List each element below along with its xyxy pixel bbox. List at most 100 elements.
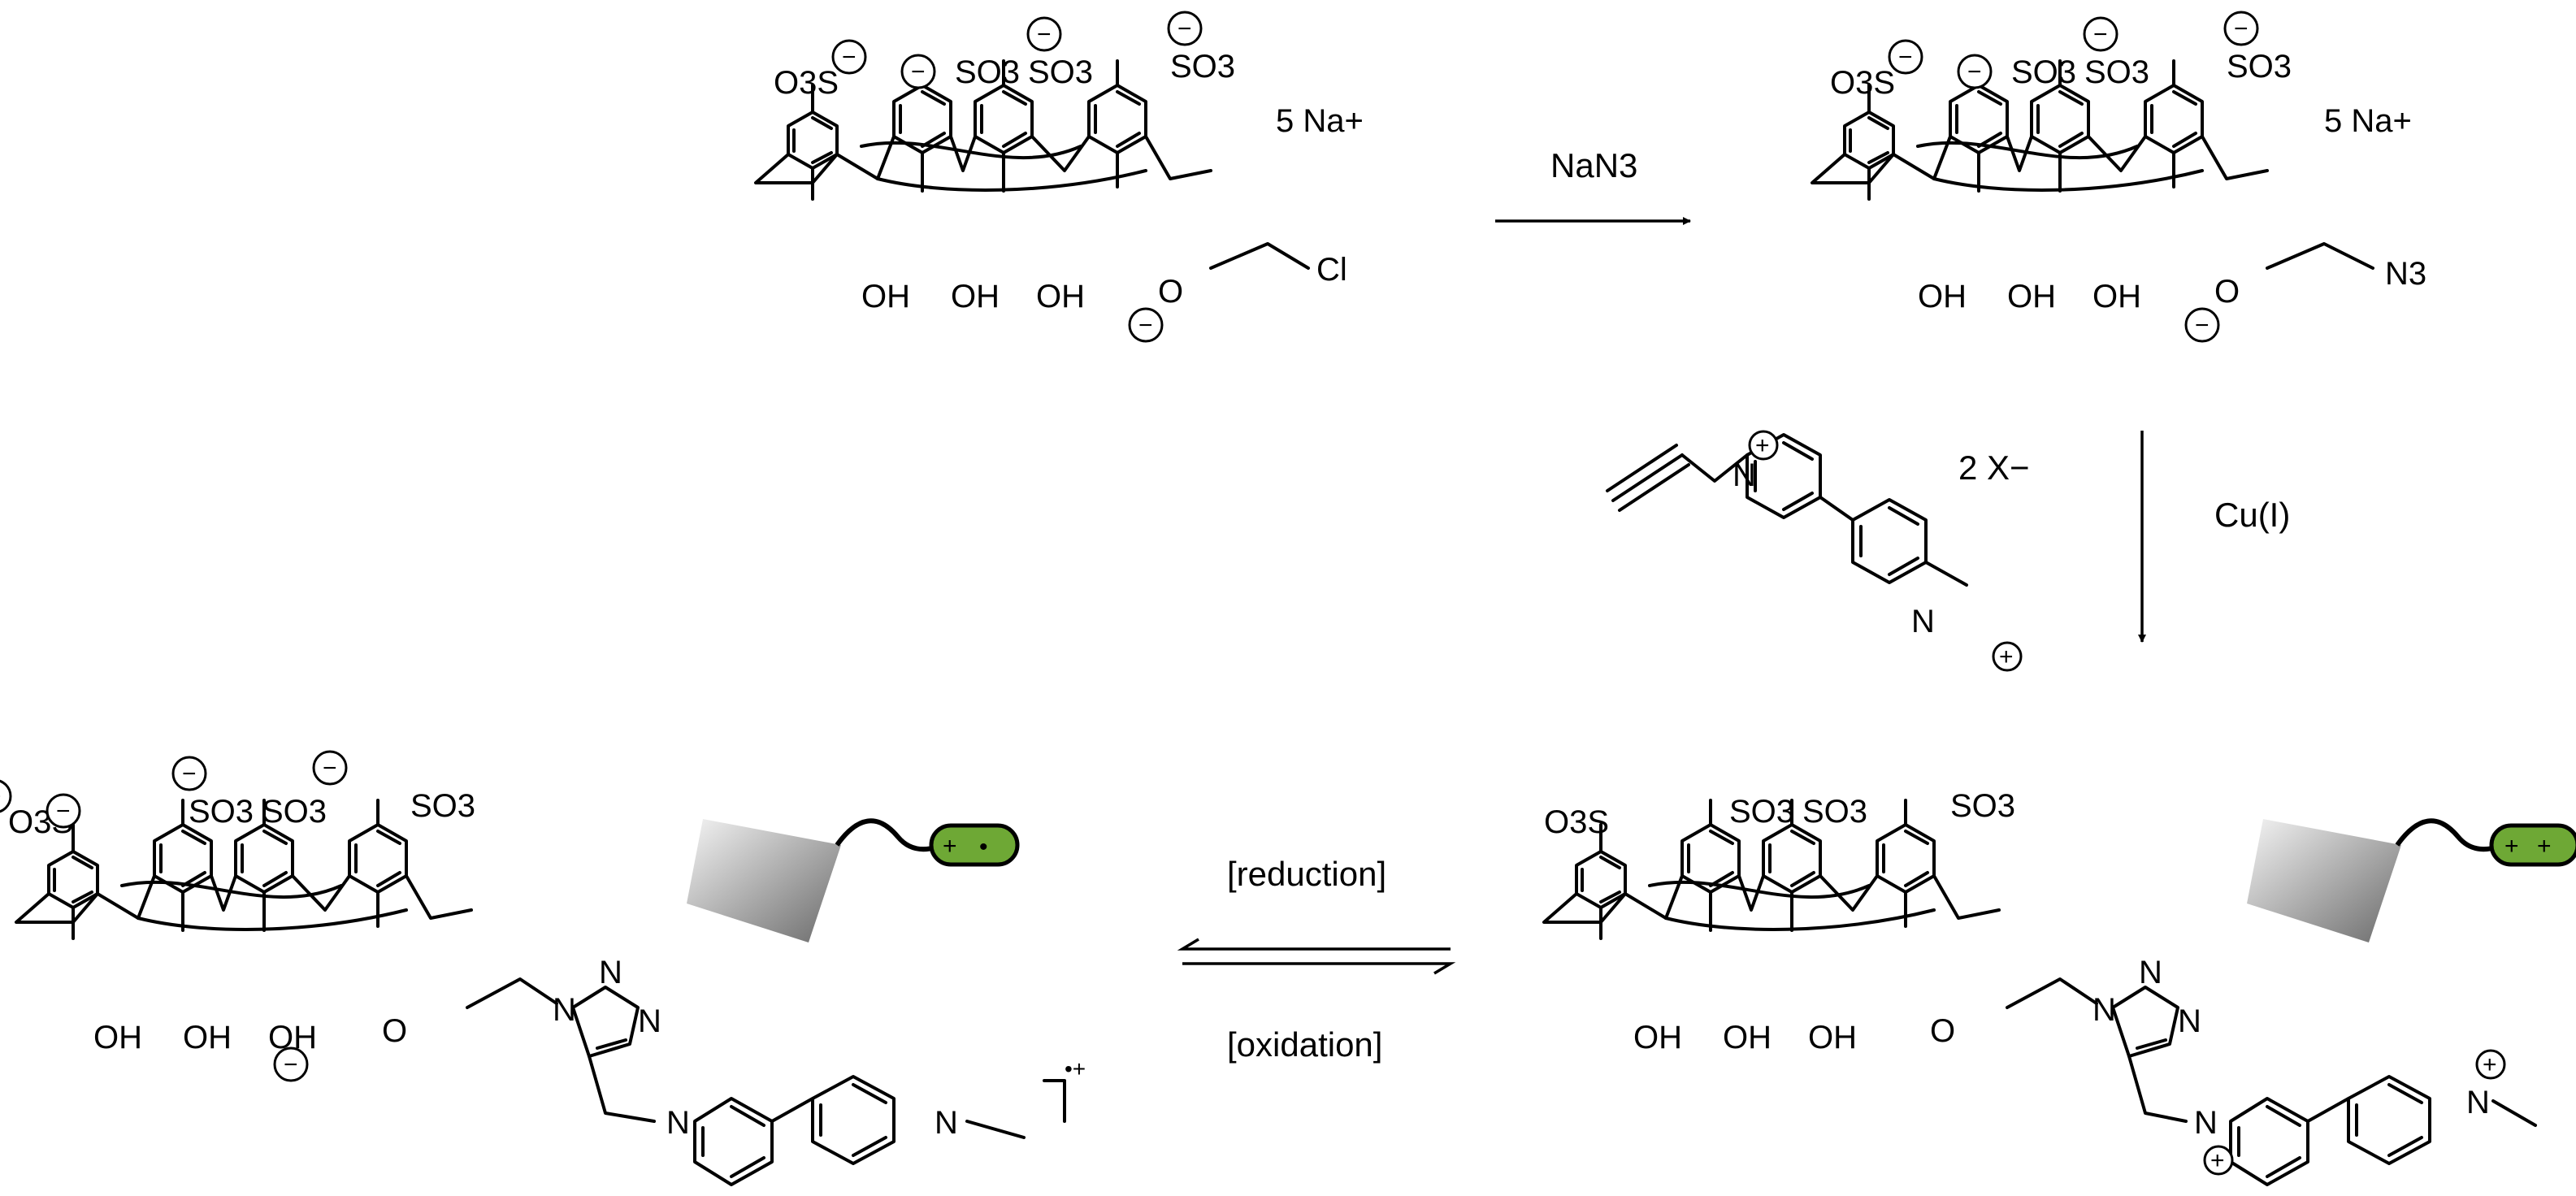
triazole-right [2006,977,2537,1186]
reagent-plus-1: + [1748,430,1779,461]
negative-charge-sign: − [842,44,856,71]
electrode-icon [687,819,2401,942]
mol3-n-pyr-2: N [2466,1085,2490,1120]
negative-charge-icon [0,779,12,813]
mol1-so3-d: SO3 [1170,49,1235,84]
viologen-capsule-icon [929,823,2576,867]
mol1-o: O [1158,274,1183,310]
negative-charge-sign: − [182,760,197,787]
svg-text:+: + [2483,1051,2497,1078]
mol4-so3-d: SO3 [410,788,475,824]
mol1-cl: Cl [1316,252,1347,288]
negative-charge-sign: − [323,755,337,782]
mol1-oh-2: OH [951,279,1000,314]
viologen-conjugate-dication [1542,799,2001,940]
mol3-n-pyr-1: N [2194,1105,2218,1141]
negative-charge-icon [831,39,867,75]
mol1-na: 5 Na+ [1276,103,1364,139]
mol2-so3-c: SO3 [2084,54,2149,90]
negative-charge-sign: − [1037,21,1052,48]
negative-charge-icon [2083,16,2118,52]
mol2-oh-3: OH [2092,279,2141,314]
sulfonate-negative-charges: −−−−−−−−−−−−−−−−−−−− [0,11,2259,1082]
negative-charge-sign: − [284,1051,298,1078]
negative-charge-icon [1026,16,1062,52]
negative-charge-icon [312,750,348,786]
mol4-so3-c: SO3 [262,794,327,830]
svg-text:+: + [1755,432,1770,459]
capsule-plus-right-2: + [2537,833,2552,860]
negative-charge-icon [1888,39,1923,75]
reagent-n2: N [1911,604,1935,639]
mol3-n-triazole-3: N [2178,1003,2201,1039]
negative-charge-sign: − [0,783,2,810]
negative-charge-icon [2223,11,2259,46]
propargyl-viologen-reagent [1606,433,1968,587]
negative-charge-icon [1128,307,1164,343]
mol4-n-triazole-3: N [638,1003,661,1039]
mol1-o3s: O3S [774,65,839,101]
negative-charge-icon [1167,11,1203,46]
negative-charge-sign: − [1138,312,1153,339]
step1-reagent: NaN3 [1550,146,1637,184]
oxidation-half-arrow [1182,962,1456,975]
negative-charge-sign: − [2234,15,2249,42]
viologen-conjugate-radical [15,799,473,940]
mol2-oh-1: OH [1918,279,1967,314]
step2-catalyst: Cu(I) [2214,496,2290,534]
mol3-so3-c: SO3 [1802,794,1867,830]
triazole-left [466,977,1066,1186]
negative-charge-icon [2184,307,2220,343]
mol4-o: O [382,1013,407,1049]
mol3-o3s: O3S [1544,804,1609,840]
mol3-n-triazole-1: N [2092,992,2116,1028]
reagent-plus-2: + [1992,641,2023,672]
negative-charge-icon [273,1046,309,1082]
mol2-so3-b: SO3 [2011,54,2076,90]
tether-icon [835,818,2504,852]
mol4-oh-1: OH [93,1020,142,1055]
radical-cation-label: •+ [1065,1056,1086,1081]
mol2-n3: N3 [2385,256,2426,292]
mol2-o: O [2214,274,2240,310]
negative-charge-icon [900,54,936,89]
mol3-so3-d: SO3 [1950,788,2015,824]
mol2-oh-2: OH [2007,279,2056,314]
negative-charge-sign: − [1967,58,1982,85]
mol3-plus-1: + [2203,1145,2234,1176]
mol4-n-triazole-2: N [599,955,622,990]
oxidation-label: [oxidation] [1227,1025,1382,1064]
mol3-o: O [1930,1013,1955,1049]
negative-charge-sign: − [2093,21,2108,48]
mol4-n-pyr-1: N [666,1105,690,1141]
negative-charge-sign: − [1898,44,1913,71]
mol4-oh-2: OH [183,1020,232,1055]
negative-charge-sign: − [56,798,71,825]
svg-text:+: + [1999,644,2014,670]
mol2-o3s: O3S [1830,65,1895,101]
capsule-radical-dot: • [979,834,988,860]
mol2-na: 5 Na+ [2324,103,2412,139]
mol3-oh-2: OH [1723,1020,1772,1055]
mol1-oh-3: OH [1036,279,1085,314]
negative-charge-sign: − [911,58,926,85]
mol4-n-pyr-2: N [935,1105,958,1141]
mol1-oh-1: OH [861,279,910,314]
counter-anion: 2 X− [1958,448,2030,487]
mol1-so3-b: SO3 [955,54,1020,90]
mol4-so3-b: SO3 [189,794,254,830]
reagent-n1: N [1733,457,1756,493]
mol3-n-triazole-2: N [2139,955,2162,990]
mol3-so3-b: SO3 [1729,794,1794,830]
mol4-n-triazole-1: N [553,992,576,1028]
negative-charge-icon [1957,54,1993,89]
negative-charge-icon [171,756,207,791]
mol3-oh-1: OH [1633,1020,1682,1055]
capsule-plus-right-1: + [2504,833,2519,860]
negative-charge-icon [46,793,81,829]
azido-calixarene [1811,59,2269,201]
mol3-plus-2: + [2475,1049,2506,1080]
mol3-oh-3: OH [1808,1020,1857,1055]
